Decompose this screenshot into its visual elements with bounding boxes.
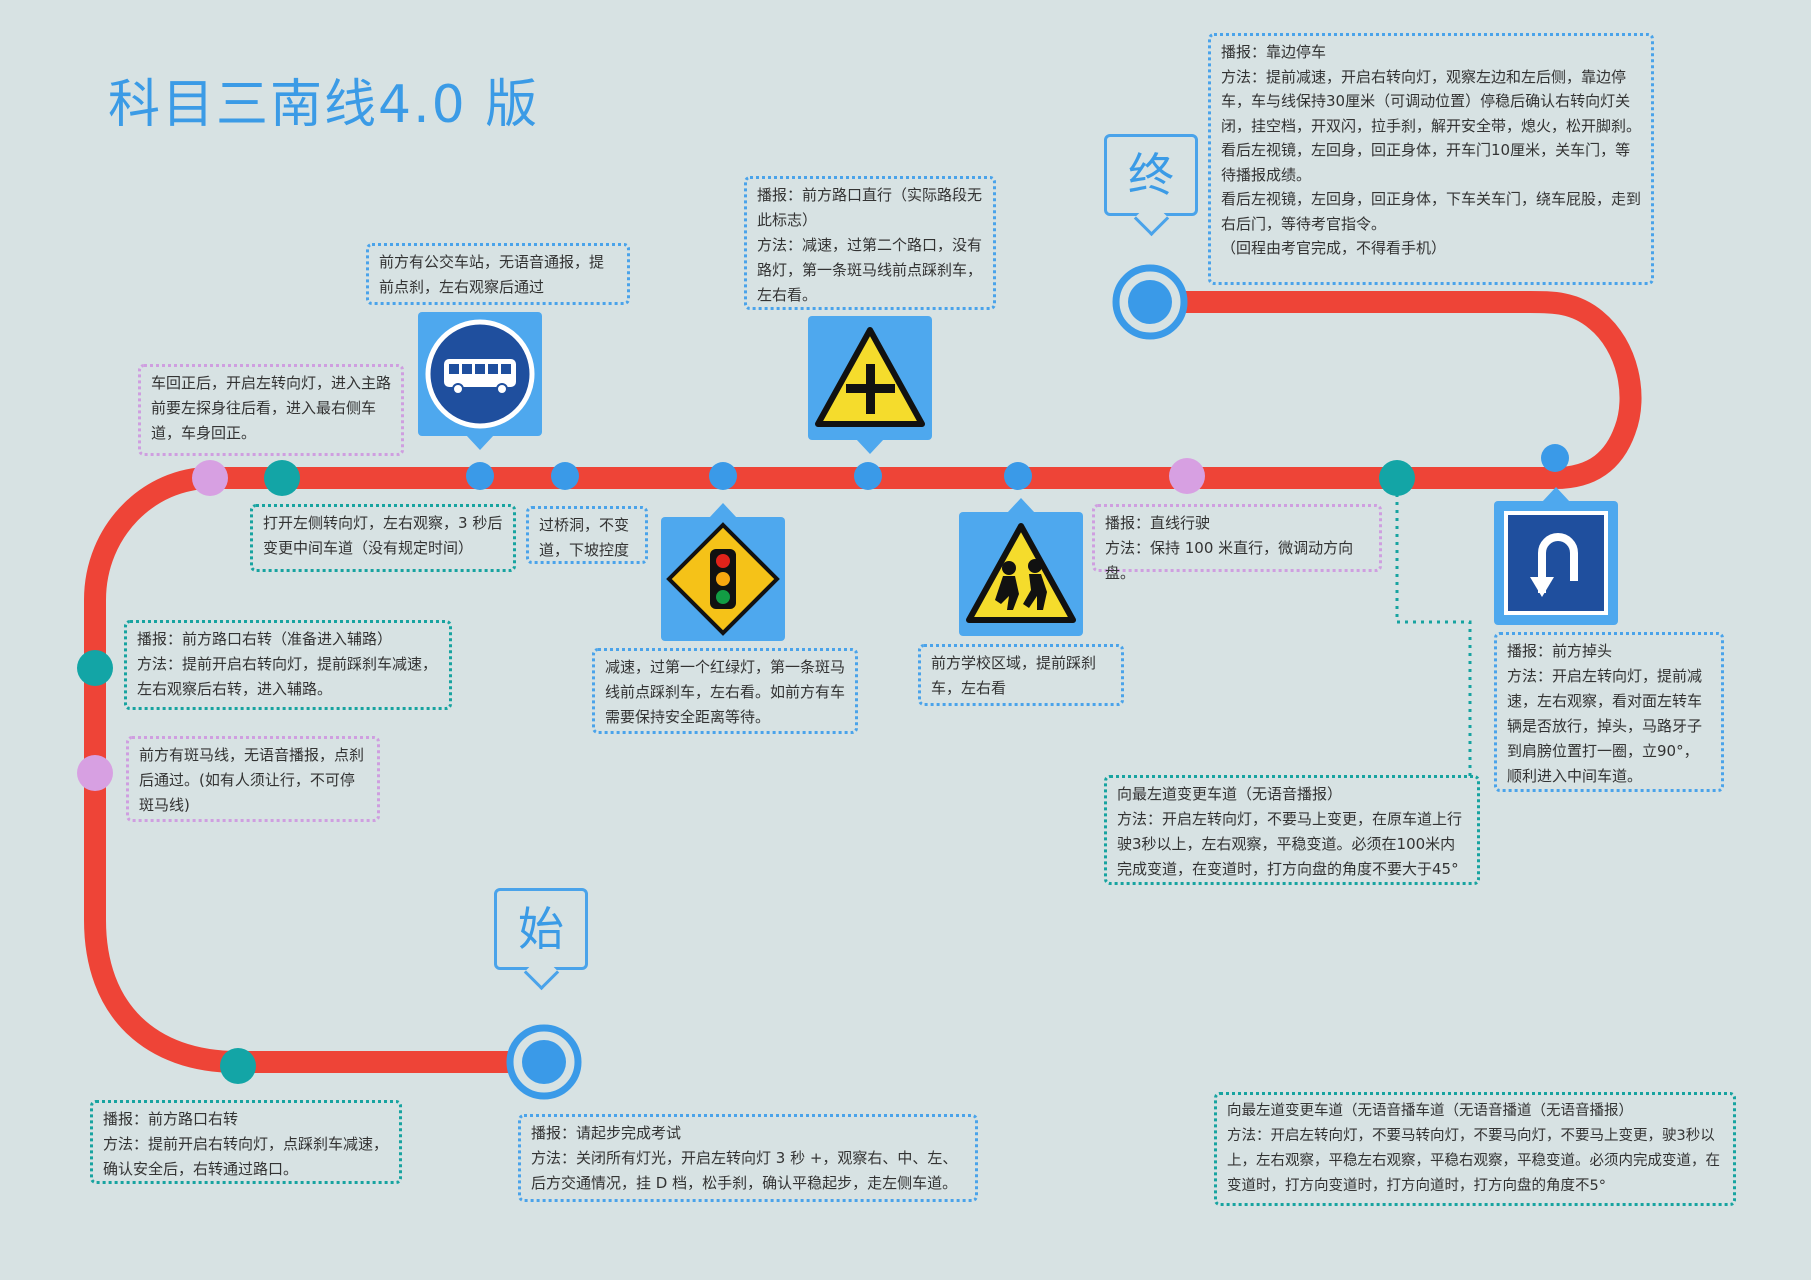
node-left-signal xyxy=(264,460,300,496)
note-traffic-light: 减速，过第一个红绿灯，第一条斑马线前点踩刹车，左右看。如前方有车需要保持安全距离… xyxy=(592,648,858,734)
note-left-signal: 打开左侧转向灯，左右观察，3 秒后变更中间车道（没有规定时间） xyxy=(250,504,516,572)
note-school: 前方学校区域，提前踩刹车，左右看 xyxy=(918,644,1124,706)
note-merge-main: 车回正后，开启左转向灯，进入主路前要左探身往后看，进入最右侧车道，车身回正。 xyxy=(138,364,404,456)
end-callout: 终 xyxy=(1104,134,1198,237)
node-zebra xyxy=(77,755,113,791)
note-straight-drive: 播报：直线行驶 方法：保持 100 米直行，微调动方向盘。 xyxy=(1092,504,1382,582)
page-title: 科目三南线4.0 版 xyxy=(108,75,540,135)
note-bridge: 过桥洞，不变道，下坡控度 xyxy=(526,506,648,564)
bus-stop-icon xyxy=(425,319,535,429)
note-right-turn-aux: 播报：前方路口右转（准备进入辅路） 方法：提前开启右转向灯，提前踩刹车减速，左右… xyxy=(124,620,452,710)
node-u-turn xyxy=(1541,444,1569,472)
school-zone-icon xyxy=(966,523,1076,623)
node-merge-main xyxy=(192,460,228,496)
crossroad-sign xyxy=(808,316,932,454)
node-straight-drive xyxy=(1169,458,1205,494)
note-start: 播报：请起步完成考试 方法：关闭所有灯光，开启左转向灯 3 秒 +，观察右、中、… xyxy=(518,1114,978,1202)
note-u-turn: 播报：前方掉头 方法：开启左转向灯，提前减速，左右观察，看对面左转车辆是否放行，… xyxy=(1494,632,1724,792)
u-turn-sign xyxy=(1494,487,1618,625)
note-garbled-lane-change: 向最左道变更车道（无语音播车道（无语音播道（无语音播报） 方法：开启左转向灯，不… xyxy=(1214,1092,1736,1206)
connector-left-lane xyxy=(1395,478,1472,778)
note-left-lane-change: 向最左道变更车道（无语音播报） 方法：开启左转向灯，不要马上变更，在原车道上行驶… xyxy=(1104,775,1480,885)
node-crossroad xyxy=(854,462,882,490)
note-zebra: 前方有斑马线，无语音播报，点刹后通过。(如有人须让行，不可停斑马线) xyxy=(126,736,380,822)
node-traffic-light xyxy=(709,462,737,490)
route-path xyxy=(84,291,1642,1073)
traffic-light-icon xyxy=(666,522,780,636)
u-turn-icon xyxy=(1504,511,1608,615)
node-left-lane xyxy=(1379,460,1415,496)
end-label: 终 xyxy=(1128,148,1174,202)
crossroad-warning-icon xyxy=(815,327,925,427)
note-bus-stop: 前方有公交车站，无语音通报，提前点刹，左右观察后通过 xyxy=(366,243,630,305)
note-straight-crossing: 播报：前方路口直行（实际路段无此标志） 方法：减速，过第二个路口，没有路灯，第一… xyxy=(744,176,996,310)
node-school xyxy=(1004,462,1032,490)
node-right-turn xyxy=(220,1048,256,1084)
node-bus xyxy=(466,462,494,490)
end-node-dot xyxy=(1128,280,1172,324)
bus-stop-sign xyxy=(418,312,542,450)
node-right-turn-aux xyxy=(77,650,113,686)
start-callout: 始 xyxy=(494,888,588,991)
note-right-turn: 播报：前方路口右转 方法：提前开启右转向灯，点踩刹车减速，确认安全后，右转通过路… xyxy=(90,1100,402,1184)
start-label: 始 xyxy=(518,902,564,956)
note-end-parking: 播报：靠边停车 方法：提前减速，开启右转向灯，观察左边和左后侧，靠边停车，车与线… xyxy=(1208,33,1654,285)
traffic-light-sign xyxy=(661,503,785,641)
start-node-dot xyxy=(522,1040,566,1084)
node-bridge xyxy=(551,462,579,490)
school-sign xyxy=(959,498,1083,636)
